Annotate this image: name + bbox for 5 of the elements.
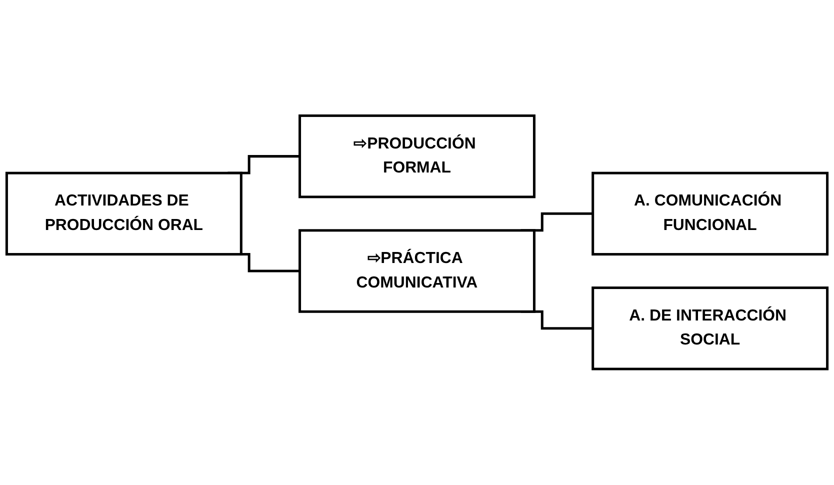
node-box: ⇨PRODUCCIÓN FORMAL <box>298 114 536 198</box>
node-box: A. COMUNICACIÓN FUNCIONAL <box>592 172 829 256</box>
node-box: ACTIVIDADES DE PRODUCCIÓN ORAL <box>5 172 242 256</box>
node-box: ⇨PRÁCTICA COMUNICATIVA <box>298 229 536 314</box>
node-box: A. DE INTERACCIÓN SOCIAL <box>592 286 829 370</box>
